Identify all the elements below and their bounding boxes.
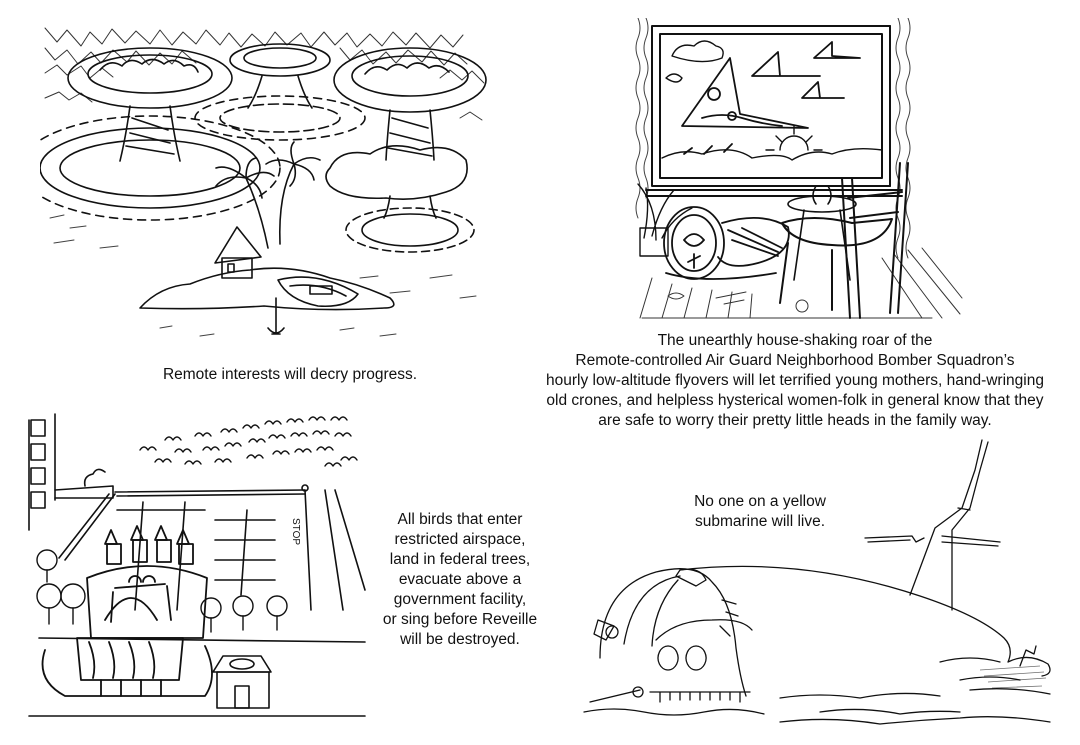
- caption-line: or sing before Reveille: [382, 611, 538, 628]
- caption-line: restricted airspace,: [394, 531, 526, 548]
- caption-line: hourly low-altitude flyovers will let te…: [546, 372, 1044, 389]
- caption-line: are safe to worry their pretty little he…: [598, 412, 992, 429]
- caption-line: old crones, and helpless hysterical wome…: [546, 392, 1044, 409]
- submarine-illustration: [580, 430, 1070, 730]
- caption-line: Remote-controlled Air Guard Neighborhood…: [575, 352, 1015, 369]
- mushroom-cloud-illustration: [40, 18, 495, 348]
- caption-line: government facility,: [393, 591, 527, 608]
- caption-line: will be destroyed.: [400, 631, 520, 648]
- caption-birds-restricted-airspace: All birds that enter restricted airspace…: [365, 510, 555, 650]
- bomber-window-drawing: [635, 18, 963, 319]
- bomber-window-illustration: [632, 18, 972, 330]
- caption-line: land in federal trees,: [389, 551, 531, 568]
- stop-sign-text: STOP: [290, 518, 301, 545]
- caption-line: No one on a yellow: [694, 493, 826, 510]
- government-facility-drawing: STOP: [28, 413, 366, 717]
- caption-remote-interests: Remote interests will decry progress.: [100, 365, 480, 385]
- caption-line: The unearthly house-shaking roar of the: [657, 332, 933, 349]
- caption-yellow-submarine: No one on a yellow submarine will live.: [660, 492, 860, 532]
- mushroom-cloud-drawing: [40, 27, 487, 337]
- caption-bomber-squadron: The unearthly house-shaking roar of the …: [520, 331, 1070, 431]
- submarine-drawing: [583, 439, 1051, 725]
- caption-line: All birds that enter: [397, 511, 523, 528]
- caption-line: evacuate above a: [398, 571, 522, 588]
- caption-line: submarine will live.: [694, 513, 826, 530]
- caption-line: Remote interests will decry progress.: [162, 366, 418, 383]
- government-facility-illustration: STOP: [25, 410, 370, 720]
